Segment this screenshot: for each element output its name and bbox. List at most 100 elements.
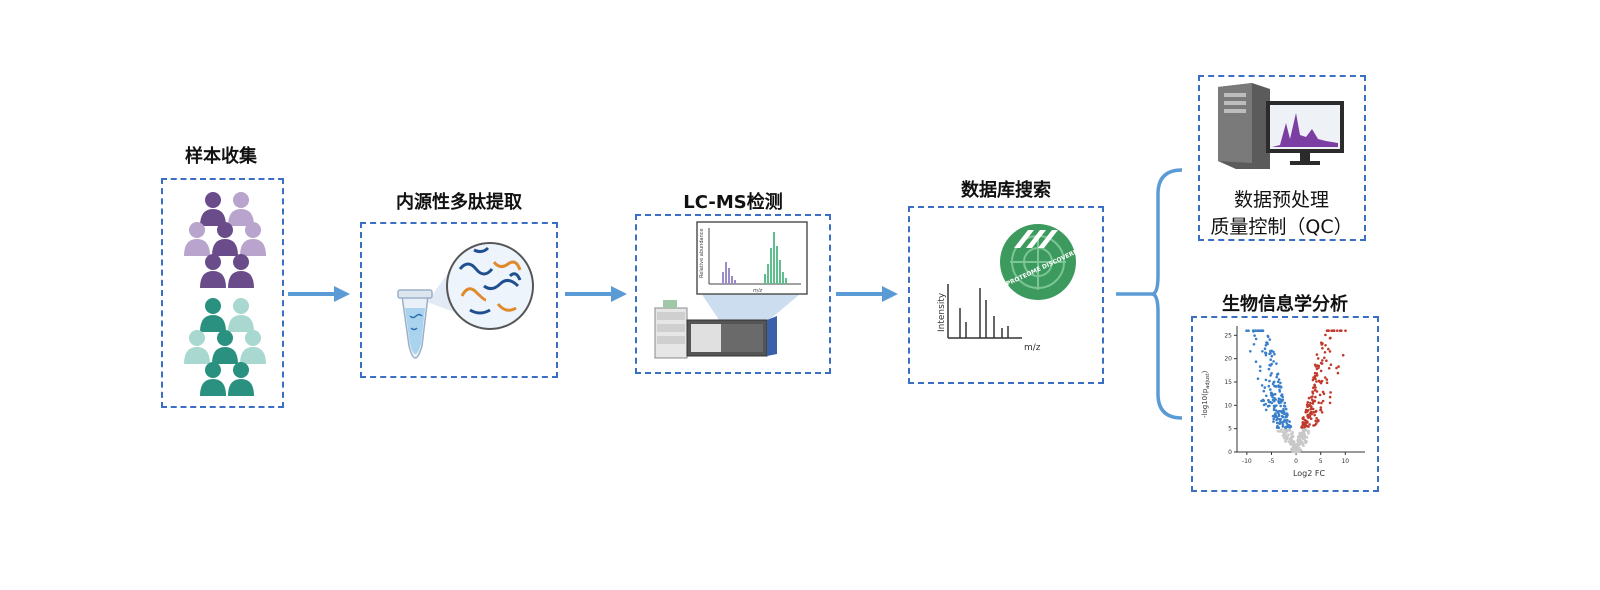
volcano-point: [1322, 392, 1326, 396]
volcano-point: [1306, 401, 1310, 404]
volcano-point: [1291, 450, 1295, 454]
volcano-point: [1276, 380, 1280, 384]
volcano-point: [1254, 337, 1258, 341]
volcano-point: [1288, 424, 1292, 428]
volcano-point: [1294, 445, 1297, 448]
volcano-point: [1296, 439, 1299, 442]
branch-brace: [1116, 168, 1183, 420]
volcano-point: [1275, 373, 1279, 376]
volcano-point: [1302, 444, 1305, 447]
volcano-point: [1319, 381, 1323, 385]
volcano-point: [1275, 375, 1278, 379]
volcano-point: [1286, 428, 1290, 432]
volcano-point: [1279, 385, 1283, 389]
volcano-point: [1305, 436, 1309, 439]
volcano-point: [1291, 448, 1295, 451]
volcano-point: [1274, 398, 1277, 401]
volcano-point: [1264, 353, 1268, 357]
volcano-point: [1258, 369, 1262, 373]
volcano-point: [1315, 372, 1319, 375]
db-xlabel: m/z: [1024, 343, 1041, 353]
volcano-point: [1328, 350, 1332, 353]
volcano-point: [1285, 437, 1289, 441]
volcano-point: [1306, 420, 1309, 423]
volcano-point: [1278, 422, 1281, 425]
volcano-point: [1315, 390, 1319, 393]
person-icon: [200, 192, 226, 226]
volcano-point: [1277, 384, 1280, 387]
volcano-point: [1311, 407, 1315, 411]
volcano-point: [1273, 352, 1276, 356]
volcano-point: [1274, 412, 1277, 415]
volcano-point: [1267, 367, 1271, 371]
volcano-point: [1270, 372, 1273, 375]
volcano-point: [1273, 392, 1277, 396]
volcano-point: [1317, 401, 1320, 404]
volcano-point: [1298, 435, 1302, 439]
peptide-extraction-box: [360, 222, 558, 378]
volcano-ylabel-sub: adjust: [1205, 373, 1211, 388]
volcano-point: [1309, 407, 1313, 411]
volcano-point: [1279, 401, 1283, 404]
volcano-point: [1258, 365, 1262, 368]
sample-collection-box: [161, 178, 284, 408]
person-icon: [240, 222, 266, 256]
mass-spectrometer-icon: Relative abundance m/z: [654, 221, 808, 359]
qc-label: 数据预处理 质量控制（QC）: [1200, 187, 1363, 241]
volcano-point: [1269, 400, 1272, 404]
volcano-point: [1266, 335, 1270, 339]
volcano-point: [1283, 405, 1287, 408]
volcano-point: [1247, 329, 1250, 332]
volcano-point: [1278, 388, 1281, 392]
person-icon: [228, 192, 254, 226]
volcano-point: [1271, 393, 1275, 396]
volcano-point: [1277, 400, 1281, 404]
volcano-point: [1264, 378, 1268, 382]
volcano-point: [1319, 406, 1323, 409]
volcano-point: [1285, 414, 1288, 417]
volcano-point: [1311, 378, 1315, 382]
volcano-point: [1282, 407, 1285, 411]
volcano-point: [1261, 350, 1264, 353]
volcano-point: [1313, 423, 1317, 427]
volcano-point: [1270, 391, 1273, 395]
volcano-point: [1317, 419, 1320, 423]
volcano-point: [1320, 341, 1323, 344]
people-group-icon: [184, 192, 266, 396]
volcano-point: [1284, 419, 1287, 423]
volcano-ylabel: -log10(padjust): [1201, 370, 1211, 418]
volcano-point: [1282, 412, 1286, 416]
db-ylabel: Intensity: [937, 292, 947, 332]
volcano-point: [1271, 414, 1275, 418]
volcano-point: [1269, 364, 1272, 367]
volcano-point: [1288, 441, 1292, 445]
arrow-right-icon: [565, 286, 627, 302]
volcano-point: [1311, 392, 1315, 395]
volcano-point: [1272, 381, 1275, 384]
lcms-title: LC-MS检测: [683, 192, 783, 213]
sample-collection-title: 样本收集: [185, 146, 257, 167]
volcano-point: [1277, 417, 1280, 421]
volcano-point: [1327, 367, 1331, 370]
volcano-point: [1268, 338, 1272, 341]
volcano-point: [1269, 374, 1272, 377]
volcano-ytick: 0: [1228, 449, 1232, 456]
person-icon: [212, 222, 238, 256]
volcano-point: [1266, 342, 1269, 346]
volcano-point: [1309, 417, 1313, 420]
volcano-point: [1319, 408, 1323, 412]
volcano-point: [1320, 379, 1324, 383]
volcano-point: [1265, 394, 1268, 398]
computer-icon: [1218, 83, 1344, 169]
volcano-point: [1344, 329, 1347, 332]
person-icon: [228, 362, 254, 396]
volcano-point: [1313, 384, 1317, 388]
volcano-point: [1337, 365, 1340, 368]
volcano-point: [1256, 329, 1259, 332]
volcano-point: [1272, 408, 1276, 412]
volcano-point: [1263, 347, 1267, 350]
volcano-point: [1312, 400, 1315, 404]
volcano-point: [1275, 362, 1278, 365]
volcano-point: [1281, 425, 1285, 428]
